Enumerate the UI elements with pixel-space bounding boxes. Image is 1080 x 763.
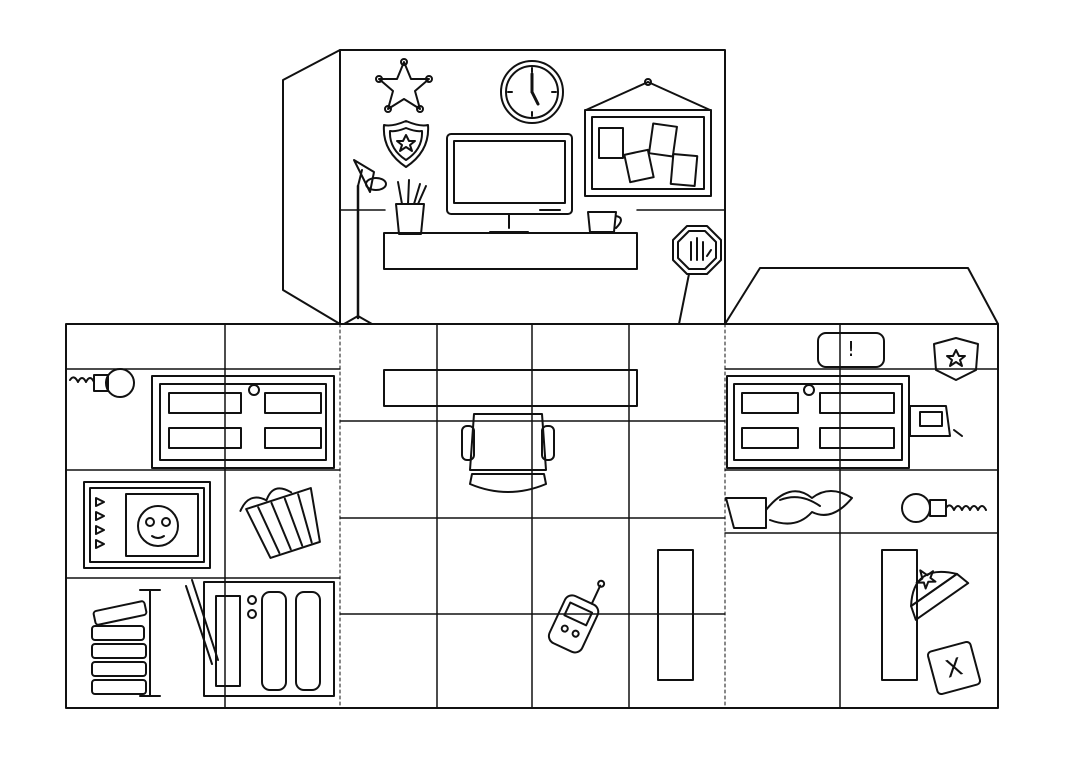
- pencil-cup-icon: [395, 179, 427, 235]
- potted-plant-icon: [725, 490, 853, 529]
- desk-back: [383, 232, 638, 270]
- book-shelf-icon: [91, 589, 161, 697]
- left-wall-panels: [65, 323, 341, 709]
- wall-clock-icon: [500, 60, 564, 124]
- flashlight-icon: [909, 405, 963, 437]
- desk-lamp-icon: [343, 159, 387, 325]
- police-badge-right-icon: [933, 337, 979, 381]
- trash-basket-icon: [239, 487, 321, 559]
- office-chair-icon: [461, 413, 555, 493]
- light-bulb-icon: [69, 368, 135, 398]
- right-wall-panels: [724, 323, 999, 709]
- police-cap-icon: [910, 569, 970, 621]
- alarm-light-icon: !: [817, 332, 885, 368]
- filing-cabinet-right-icon: [726, 375, 910, 469]
- xray-box-label: X: [942, 652, 965, 683]
- cork-board-icon: [584, 78, 712, 197]
- stop-hand-sign-icon: [672, 225, 722, 325]
- alarm-light-label: !: [847, 337, 855, 361]
- sheriff-star-icon: [375, 58, 433, 113]
- walkie-talkie-icon: [547, 579, 606, 654]
- desk-top: [383, 369, 638, 407]
- xray-box-icon: X: [926, 640, 982, 696]
- bench-center: [657, 549, 694, 681]
- wanted-poster-icon: [83, 481, 211, 569]
- computer-monitor-icon: [446, 133, 573, 233]
- floor-tiles: [339, 323, 726, 709]
- filing-cabinet-icon: [151, 375, 335, 469]
- coffee-mug-icon: [587, 211, 622, 233]
- bench-right: [881, 549, 918, 681]
- photocopier-icon: [185, 579, 335, 697]
- light-bulb-right-icon: [901, 493, 987, 523]
- police-badge-icon: [382, 120, 430, 168]
